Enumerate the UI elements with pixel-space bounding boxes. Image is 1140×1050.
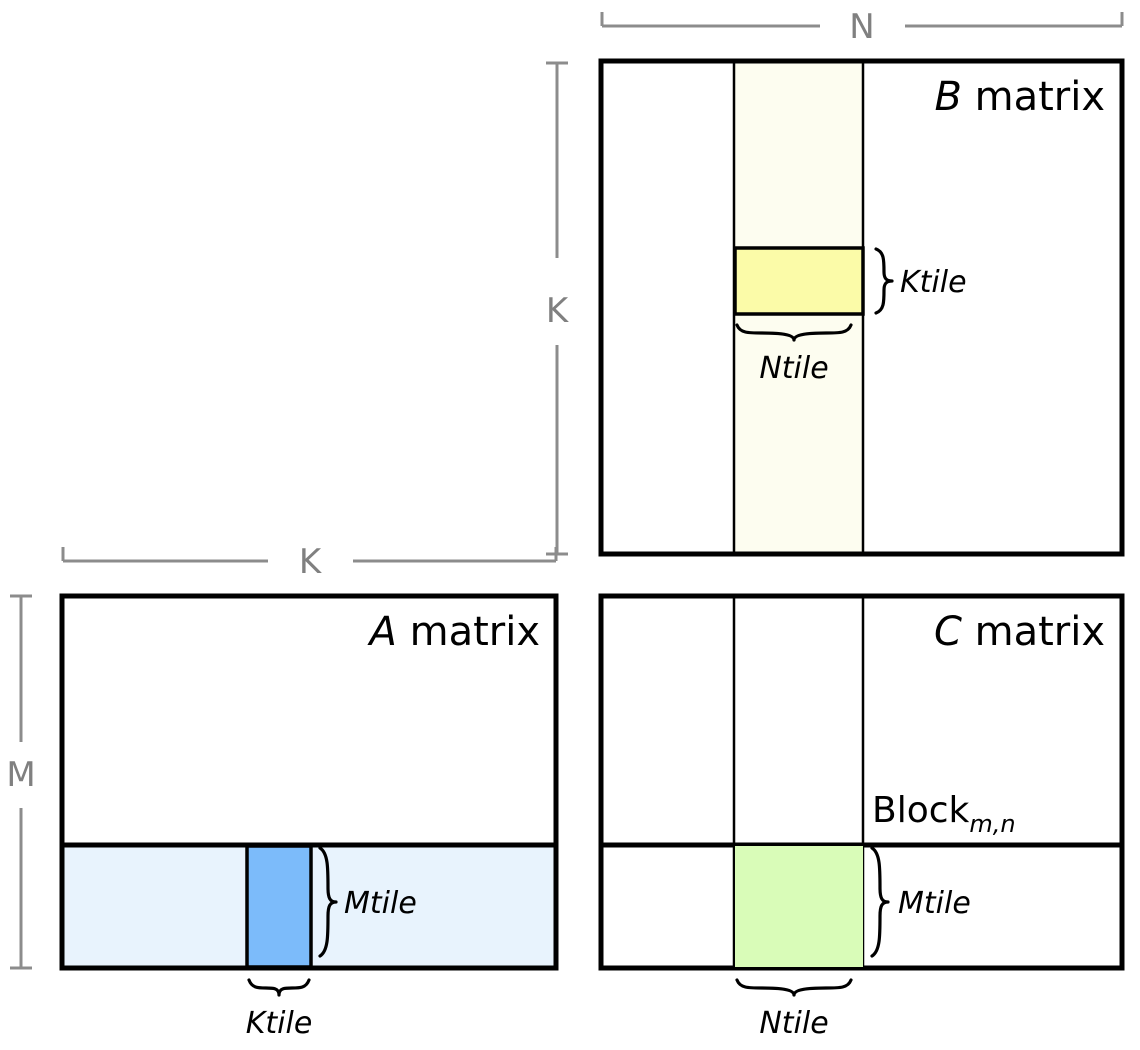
dimension-n-label: N [849,7,874,47]
c-matrix-ntile-label: Ntile [759,1006,828,1041]
a-matrix: A matrix Mtile Ktile [59,593,559,1041]
dimension-k-horizontal-left-segment [61,547,268,563]
c-matrix-box [598,593,1125,971]
b-matrix-box [598,58,1125,557]
b-matrix-tile [733,246,865,316]
b-matrix: B matrix Ktile Ntile [598,58,1125,557]
dimension-k-horizontal: K [61,542,558,582]
b-matrix-ktile-brace [874,247,894,315]
c-matrix-mtile-label: Mtile [898,886,971,921]
c-matrix-tile [735,846,863,967]
dimension-n-left-segment [600,12,820,28]
a-matrix-mtile-label: Mtile [344,886,417,921]
b-matrix-ktile-label: Ktile [900,265,967,300]
a-matrix-mtile-brace [318,846,338,958]
a-matrix-tile [245,844,313,969]
b-matrix-label-letter: B [934,74,961,120]
b-matrix-ntile-brace [735,323,853,342]
a-matrix-label-letter: A [367,609,397,655]
c-matrix-ntile-brace [735,978,853,997]
dimension-m-top-segment [10,594,32,742]
dimension-k-vertical: K [546,61,570,556]
c-matrix: C matrix Blockm,n Mtile Ntile [598,593,1125,1041]
dimension-k-horizontal-right-segment [353,547,558,563]
b-matrix-label: B matrix [934,74,1105,120]
dimension-k-vertical-bottom-segment [546,345,568,556]
a-matrix-label-rest: matrix [397,609,540,655]
dimension-n: N [600,7,1124,47]
a-matrix-label: A matrix [367,609,540,655]
a-matrix-ktile-brace [247,978,311,997]
dimension-m-label: M [6,755,35,795]
dimension-k-vertical-top-segment [546,61,568,258]
dimension-k-vertical-label: K [546,291,570,331]
c-matrix-mtile-brace [870,846,890,958]
c-matrix-block-label-subscript: m,n [969,810,1015,838]
dimension-m: M [6,594,36,970]
dimension-k-horizontal-label: K [299,542,323,582]
b-matrix-label-rest: matrix [962,74,1105,120]
dimension-m-bottom-segment [10,808,32,970]
c-matrix-block-label: Blockm,n [872,790,1016,838]
c-matrix-block-label-text: Block [872,790,970,831]
c-matrix-label: C matrix [934,609,1105,655]
dimension-n-right-segment [905,12,1124,28]
c-matrix-label-rest: matrix [962,609,1105,655]
b-matrix-ntile-label: Ntile [759,351,828,386]
c-matrix-label-letter: C [934,609,962,655]
a-matrix-ktile-label: Ktile [246,1006,313,1041]
